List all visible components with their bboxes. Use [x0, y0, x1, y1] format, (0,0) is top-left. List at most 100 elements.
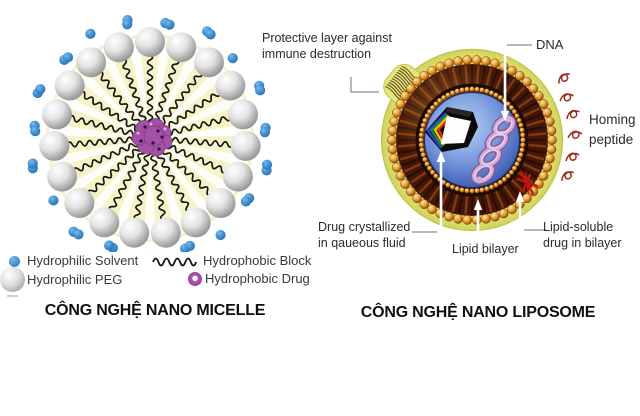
hydrophilic-solvent-dot: [240, 196, 252, 207]
lipid-head-bead: [520, 137, 526, 143]
hydrophilic-solvent-dot: [122, 19, 133, 30]
crystal-chevron: [433, 115, 450, 146]
lipid-head-bead: [420, 122, 426, 128]
hydrophobic-block-chain: [162, 135, 234, 148]
lipid-head-bead: [435, 61, 446, 72]
lipid-head-bead: [545, 153, 555, 164]
drug-scribble: [525, 171, 529, 195]
lipid-head-bead: [412, 193, 422, 203]
hydrophobic-drug-icon: [188, 272, 202, 286]
dna-twist: [479, 146, 501, 168]
lipid-head-bead: [514, 71, 525, 81]
lipid-head-bead: [418, 137, 424, 143]
peg-sphere: [76, 47, 107, 78]
lipid-head-bead: [474, 86, 480, 92]
lipid-head-bead: [387, 135, 397, 145]
hydrophilic-solvent-dot: [104, 240, 115, 251]
lipid-head-bead: [464, 188, 470, 194]
lipid-head-bead: [484, 88, 490, 94]
hydrophobic-block-chain: [156, 148, 190, 212]
legend-dash-mark: [7, 295, 18, 297]
hydrophilic-solvent-icon: [9, 256, 20, 267]
lipid-head-bead: [501, 176, 507, 183]
white-wedge: [62, 147, 136, 199]
callout-arrows: [436, 46, 525, 232]
hydrophilic-solvent-dot: [184, 240, 195, 251]
white-wedge: [55, 92, 134, 132]
lipid-head-bead: [412, 77, 422, 87]
hydrophobic-block-chain: [161, 116, 232, 137]
lipid-head-bead: [479, 187, 485, 193]
lipid-head-bead: [546, 144, 557, 155]
homing-peptide-squiggle: [559, 93, 575, 102]
peg-sphere: [135, 27, 165, 57]
peg-sphere: [39, 130, 70, 161]
lipid-head-bead: [545, 116, 555, 127]
label-protective-layer: Protective layer against immune destruct…: [262, 31, 392, 61]
lipid-head-bead: [505, 173, 511, 179]
peg-sphere: [180, 207, 211, 238]
lipid-head-bead: [469, 188, 475, 194]
lipid-head-bead: [518, 122, 524, 128]
lipid-head-bead: [419, 71, 430, 81]
lipid-head-bead: [426, 109, 433, 115]
hydrophilic-solvent-dot: [205, 29, 216, 40]
inner-lipid-head-ring: [418, 86, 526, 194]
lipid-head-bead: [453, 213, 463, 224]
drug-speck: [151, 141, 155, 145]
peg-sphere: [193, 47, 224, 78]
lipid-head-bead: [444, 58, 454, 69]
lipid-head-bead: [395, 171, 406, 181]
lipid-head-bead: [433, 101, 439, 107]
drug-speck: [136, 131, 140, 135]
dna-highlight: [481, 149, 499, 165]
hydrophilic-solvent-dot: [35, 84, 46, 95]
lipid-head-bead: [534, 91, 544, 101]
lipid-head-bead: [444, 211, 454, 222]
legend-hydrophilic-solvent: Hydrophilic Solvent: [27, 253, 139, 268]
hydrophobic-block-chain: [66, 136, 138, 148]
lipid-head-bead: [471, 215, 482, 225]
hydrophilic-peg-icon: [0, 267, 25, 292]
lipid-head-bead: [497, 179, 503, 186]
lipid-head-bead: [484, 186, 490, 192]
lipid-head-bead: [471, 55, 482, 65]
drug-speck: [160, 135, 164, 139]
crystal-chevron: [426, 112, 447, 149]
hydrophobic-block-chain: [161, 140, 227, 174]
homing-peptides: [558, 73, 583, 181]
drug-speck: [163, 127, 167, 131]
crystal-chevron: [430, 113, 449, 148]
micelle-diagram: [27, 15, 273, 252]
lipid-head-bead: [445, 92, 451, 98]
white-wedge: [167, 123, 251, 138]
hydrophilic-solvent-dot: [164, 19, 175, 30]
lipid-head-bead: [422, 117, 428, 124]
lipid-head-bead: [481, 213, 491, 224]
peg-sphere: [228, 99, 259, 130]
lipid-head-bead: [474, 188, 480, 194]
lipid-head-bead: [462, 55, 473, 65]
liposome-diagram: [350, 44, 583, 233]
lipid-head-bead: [453, 56, 463, 67]
lipid-head-bead: [498, 61, 509, 72]
peg-sphere: [54, 70, 85, 101]
lipid-head-bead: [449, 184, 456, 190]
lipid-head-bead: [392, 162, 402, 173]
lipid-head-bead: [454, 88, 460, 94]
lipid-head-bead: [493, 92, 499, 98]
solvent-dot-ring: [27, 15, 273, 252]
drug-speck: [143, 125, 147, 129]
lipid-head-bead: [508, 169, 515, 175]
hydrophilic-solvent-dot: [27, 158, 38, 169]
lipid-head-bead: [516, 156, 522, 163]
hydrophilic-solvent-dot: [261, 159, 273, 170]
lipid-head-bead: [546, 125, 557, 136]
lipid-head-bead: [498, 208, 509, 219]
white-wedge: [50, 141, 133, 169]
peg-sphere: [205, 188, 236, 219]
lipid-head-bead: [493, 182, 499, 188]
crystal-white-facet: [441, 116, 471, 144]
label-homing-peptide: Homing peptide: [589, 112, 636, 147]
hydrophobic-block-chain: [80, 90, 140, 133]
